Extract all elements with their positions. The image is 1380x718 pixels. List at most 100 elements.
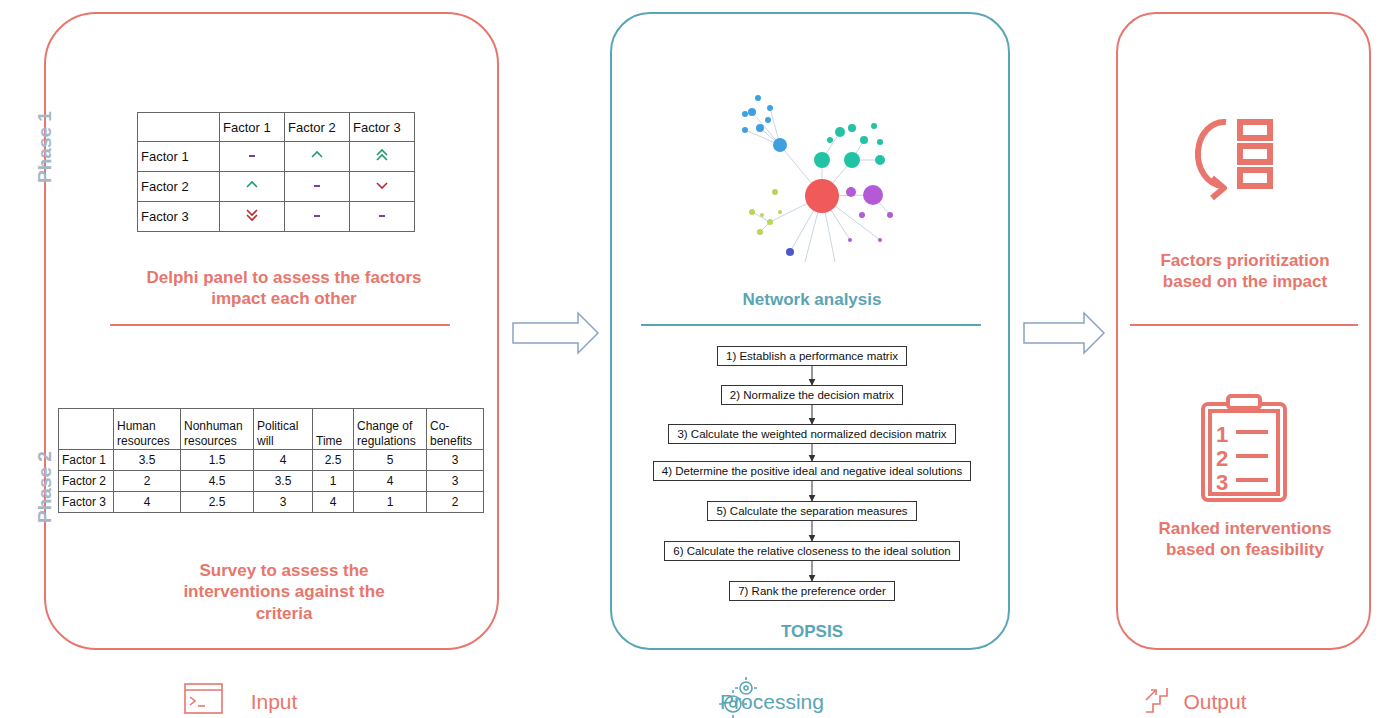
table-cell: 2.5 — [313, 450, 354, 471]
impact-symbol — [309, 177, 325, 193]
step-arrow — [811, 521, 812, 541]
table-cell — [138, 113, 220, 142]
step-text: 1) Establish a performance matrix — [726, 350, 898, 362]
table-cell: 3 — [427, 471, 484, 492]
stairs-icon — [1146, 688, 1167, 712]
divider-line — [110, 324, 450, 326]
table-cell — [350, 202, 415, 232]
table-cell: 4 — [254, 450, 313, 471]
table-cell — [350, 172, 415, 202]
impact-symbol — [374, 207, 390, 223]
table-cell: 3.5 — [114, 450, 181, 471]
table-cell — [285, 142, 350, 172]
panel-title: Ranked interventions based on feasibilit… — [1150, 518, 1340, 561]
step-text: 5) Calculate the separation measures — [716, 505, 907, 517]
table-cell — [285, 202, 350, 232]
table-row: Factor 13.51.542.553 — [59, 450, 484, 471]
panel-title: Delphi panel to assess the factors impac… — [124, 267, 444, 310]
table-row: Factor 3 — [138, 202, 415, 232]
phase-panel: Network analysisTOPSISProcessing1) Estab… — [610, 12, 1010, 650]
table-cell: 4 — [114, 492, 181, 513]
table-cell: Human resources — [114, 409, 181, 450]
table-cell: Factor 1 — [138, 142, 220, 172]
impact-symbol — [374, 147, 390, 163]
table-cell: 2.5 — [181, 492, 254, 513]
table-row: Human resourcesNonhuman resourcesPolitic… — [59, 409, 484, 450]
impact-symbol — [244, 207, 260, 223]
step-text: 7) Rank the preference order — [738, 585, 886, 597]
phase-label: Phase 1 — [34, 111, 56, 183]
table-row: Factor 342.53412 — [59, 492, 484, 513]
table-cell — [220, 172, 285, 202]
table-cell — [220, 142, 285, 172]
criteria-table: Human resourcesNonhuman resourcesPolitic… — [58, 408, 484, 513]
divider-line — [1130, 324, 1358, 326]
list-number: 2 — [1216, 446, 1228, 472]
table-cell: 4 — [313, 492, 354, 513]
panel-title: Factors prioritization based on the impa… — [1150, 250, 1340, 293]
process-step: 1) Establish a performance matrix — [717, 346, 907, 366]
impact-symbol — [309, 147, 325, 163]
process-step: 4) Determine the positive ideal and nega… — [653, 461, 971, 481]
step-text: 4) Determine the positive ideal and nega… — [662, 465, 962, 477]
table-cell: Factor 1 — [220, 113, 285, 142]
table-cell: Factor 2 — [59, 471, 114, 492]
table-row: Factor 224.53.5143 — [59, 471, 484, 492]
impact-symbol — [309, 207, 325, 223]
table-cell: Nonhuman resources — [181, 409, 254, 450]
table-cell: Factor 3 — [138, 202, 220, 232]
table-cell — [220, 202, 285, 232]
process-step: 6) Calculate the relative closeness to t… — [664, 541, 959, 561]
table-cell — [285, 172, 350, 202]
process-step: 7) Rank the preference order — [729, 581, 895, 601]
step-arrow — [812, 366, 813, 385]
table-cell: Factor 3 — [59, 492, 114, 513]
impact-table: Factor 1Factor 2Factor 3Factor 1Factor 2… — [137, 112, 415, 232]
step-text: 3) Calculate the weighted normalized dec… — [677, 428, 946, 440]
prioritization-icon — [1198, 122, 1270, 198]
table-cell: 1 — [313, 471, 354, 492]
phase-label: Phase 2 — [34, 451, 56, 523]
step-text: 6) Calculate the relative closeness to t… — [673, 545, 950, 557]
step-arrow — [812, 561, 813, 581]
flow-arrow — [1024, 313, 1104, 353]
section-heading: Processing — [720, 690, 824, 714]
phase-panel: Factors prioritization based on the impa… — [1116, 12, 1371, 650]
list-number: 3 — [1216, 470, 1228, 496]
section-heading: Output — [1183, 690, 1246, 714]
section-heading: Input — [251, 690, 298, 714]
network-graph — [742, 95, 893, 262]
table-cell — [59, 409, 114, 450]
list-number: 1 — [1216, 422, 1228, 448]
table-cell: 2 — [114, 471, 181, 492]
table-cell: Time — [313, 409, 354, 450]
table-cell: Factor 2 — [285, 113, 350, 142]
panel-title: Network analysis — [662, 289, 962, 310]
table-cell: Factor 2 — [138, 172, 220, 202]
table-cell: 5 — [354, 450, 427, 471]
table-cell: Political will — [254, 409, 313, 450]
table-cell: 4 — [354, 471, 427, 492]
terminal-icon — [185, 684, 222, 713]
table-row: Factor 1Factor 2Factor 3 — [138, 113, 415, 142]
table-cell: Change of regulations — [354, 409, 427, 450]
table-cell: 2 — [427, 492, 484, 513]
step-arrow — [811, 405, 812, 424]
panel-title: Survey to assess the interventions again… — [159, 560, 409, 624]
process-step: 3) Calculate the weighted normalized dec… — [668, 424, 955, 444]
step-arrow — [812, 481, 813, 501]
table-cell: 3.5 — [254, 471, 313, 492]
step-arrow — [811, 444, 812, 461]
table-cell: Factor 1 — [59, 450, 114, 471]
table-cell — [350, 142, 415, 172]
impact-symbol — [244, 147, 260, 163]
impact-symbol — [374, 177, 390, 193]
impact-symbol — [244, 177, 260, 193]
flow-arrow — [513, 313, 598, 353]
table-row: Factor 1 — [138, 142, 415, 172]
table-cell: 4.5 — [181, 471, 254, 492]
table-cell: Factor 3 — [350, 113, 415, 142]
divider-line — [641, 324, 981, 326]
panel-title: TOPSIS — [712, 621, 912, 642]
